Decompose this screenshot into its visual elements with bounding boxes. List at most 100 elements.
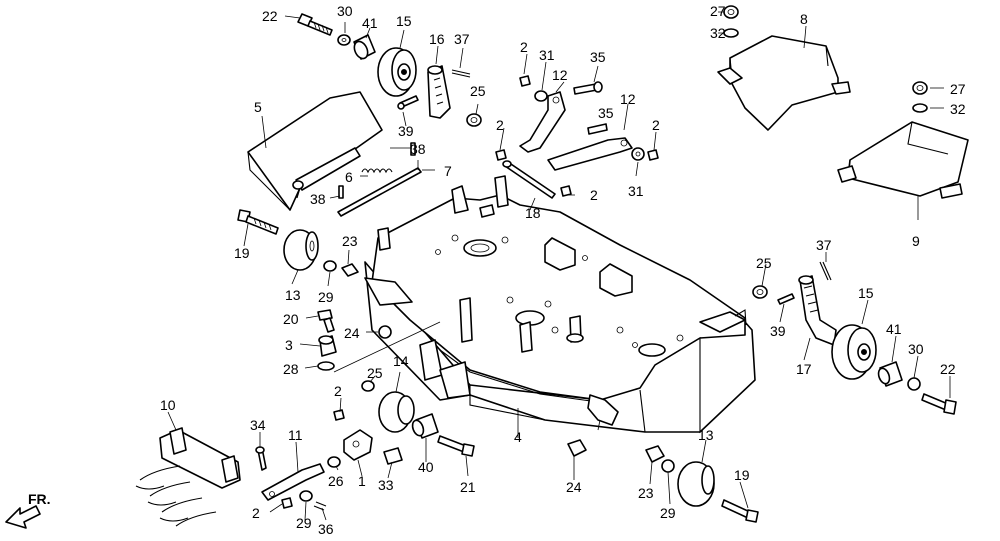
- roller-14: [378, 391, 415, 433]
- callout-20: 20: [283, 311, 299, 327]
- callout-24: 24: [566, 479, 582, 495]
- leader-lines: [167, 11, 951, 521]
- nut-23-left: [341, 263, 359, 277]
- nut-27-right: [912, 81, 928, 95]
- callout-36: 36: [318, 521, 334, 537]
- bolt-22-top: [297, 13, 333, 36]
- rake-10: [135, 427, 241, 527]
- spacer-3: [318, 335, 337, 357]
- callout-26: 26: [328, 473, 344, 489]
- callout-21: 21: [460, 479, 476, 495]
- block-33: [383, 447, 403, 465]
- washer-32-top: [723, 28, 739, 38]
- callout-38: 38: [310, 191, 326, 207]
- spring-6: [361, 168, 393, 174]
- wheel-bracket-16-top: [427, 65, 451, 119]
- wheel-15-right: [831, 324, 877, 380]
- washer-31: [534, 90, 645, 161]
- callout-31: 31: [628, 183, 644, 199]
- pin-39-top: [397, 95, 419, 110]
- bolt-19-right: [721, 499, 759, 523]
- collar-40: [411, 413, 439, 439]
- callout-7: 7: [444, 163, 452, 179]
- callout-32: 32: [710, 25, 726, 41]
- callout-19: 19: [734, 467, 750, 483]
- pin-39-right: [777, 293, 795, 305]
- washer-29-left: [323, 260, 337, 272]
- callout-13: 13: [285, 287, 301, 303]
- callout-22: 22: [262, 8, 278, 24]
- nut-25-right: [752, 285, 768, 299]
- shield-8: [717, 35, 851, 131]
- arm-12-b: [547, 137, 633, 171]
- callout-27: 27: [950, 81, 966, 97]
- callout-15: 15: [396, 13, 412, 29]
- callout-39: 39: [770, 323, 786, 339]
- cotter-36: [313, 501, 327, 511]
- callout-37: 37: [816, 237, 832, 253]
- callout-12: 12: [620, 91, 636, 107]
- callout-2: 2: [252, 505, 260, 521]
- nut-24-bottom: [567, 439, 587, 457]
- callout-17: 17: [796, 361, 812, 377]
- callout-16: 16: [429, 31, 445, 47]
- callout-35: 35: [590, 49, 606, 65]
- callout-1: 1: [358, 473, 366, 489]
- callout-3: 3: [285, 337, 293, 353]
- callout-25: 25: [470, 83, 486, 99]
- washer-30-top: [337, 34, 351, 46]
- callout-30: 30: [337, 3, 353, 19]
- nut-25-mid: [361, 380, 375, 392]
- bolt-35: [573, 81, 608, 135]
- callout-18: 18: [525, 205, 541, 221]
- roller-13-left: [283, 229, 319, 271]
- callout-40: 40: [418, 459, 434, 475]
- callout-31: 31: [539, 47, 555, 63]
- callout-23: 23: [638, 485, 654, 501]
- pin-34: [255, 446, 267, 471]
- hinge-rod-7: [337, 167, 422, 217]
- callout-29: 29: [660, 505, 676, 521]
- arm-11: [261, 463, 325, 501]
- callout-34: 34: [250, 417, 266, 433]
- bolt-22-right: [921, 393, 957, 415]
- mower-deck: [364, 175, 756, 433]
- rod-18: [502, 160, 556, 199]
- roller-13-right: [677, 461, 715, 507]
- callout-14: 14: [393, 353, 409, 369]
- callout-37: 37: [454, 31, 470, 47]
- callout-25: 25: [367, 365, 383, 381]
- callout-15: 15: [858, 285, 874, 301]
- callout-41: 41: [362, 15, 378, 31]
- pin-37-top: [451, 69, 471, 78]
- washer-29-bottom: [299, 490, 313, 502]
- washer-32-right: [912, 103, 928, 113]
- pin-38: [338, 142, 416, 199]
- callout-33: 33: [378, 477, 394, 493]
- pin-37-right: [819, 261, 832, 281]
- shield-9: [837, 121, 969, 199]
- callout-6: 6: [345, 169, 353, 185]
- callout-25: 25: [756, 255, 772, 271]
- callout-39: 39: [398, 123, 414, 139]
- bolt-26: [327, 456, 341, 468]
- washer-30-right: [907, 377, 921, 391]
- callout-9: 9: [912, 233, 920, 249]
- nut-27-top: [723, 5, 739, 19]
- front-marker: FR.: [28, 491, 51, 507]
- nut-25-top: [466, 113, 482, 127]
- callout-2: 2: [334, 383, 342, 399]
- callout-35: 35: [598, 105, 614, 121]
- callout-4: 4: [514, 429, 522, 445]
- callout-38: 38: [410, 141, 426, 157]
- wheel-bracket-17: [798, 275, 837, 346]
- callout-12: 12: [552, 67, 568, 83]
- callout-32: 32: [950, 101, 966, 117]
- callout-2: 2: [520, 39, 528, 55]
- collar-41-right: [877, 361, 903, 387]
- callout-5: 5: [254, 99, 262, 115]
- belt-cover-5: [247, 91, 383, 211]
